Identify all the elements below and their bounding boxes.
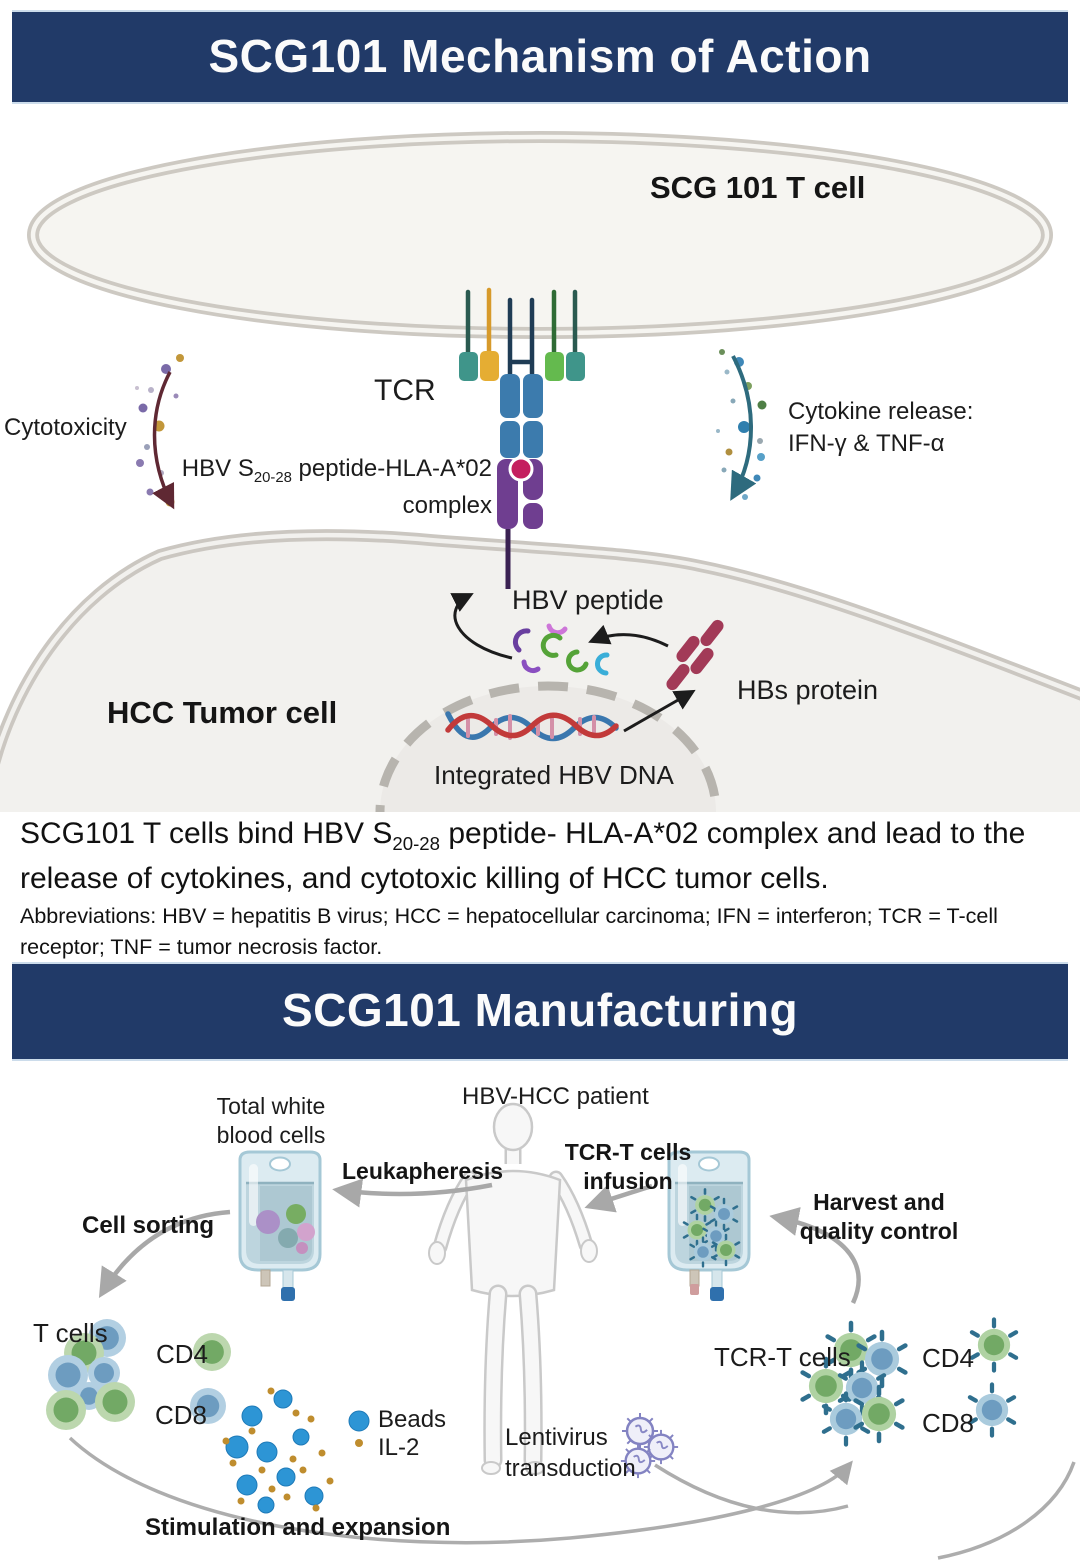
- beads-scatter: [225, 1389, 370, 1514]
- t-cells-label: T cells: [33, 1318, 108, 1348]
- wbc-label: Total white blood cells: [216, 1093, 326, 1148]
- arrow-dna-to-hbs: [623, 689, 696, 733]
- blood-bag-tcrt: [667, 1150, 751, 1303]
- cytokine-release-label: Cytokine release: IFN-γ & TNF-α: [788, 396, 973, 459]
- moa-banner-title: SCG101 Mechanism of Action: [12, 10, 1068, 104]
- t-cell-label: SCG 101 T cell: [650, 170, 866, 205]
- tcr-receptor-icon: [459, 287, 585, 458]
- cell-sorting-label: Cell sorting: [82, 1212, 215, 1239]
- cycle-arcs: [68, 1436, 1076, 1560]
- cytokine-release-line2: IFN-γ & TNF-α: [788, 429, 945, 457]
- arrow-peptide-presentation: [450, 593, 513, 660]
- arrow-hbs-to-peptide: [588, 624, 669, 648]
- cytokine-release-line1: Cytokine release:: [788, 398, 974, 425]
- cytokine-arrow: [730, 355, 757, 501]
- cd8-tcrt-cell-icon: [970, 1385, 1014, 1436]
- manufacturing-diagram: [46, 1102, 1076, 1560]
- mechanism-diagram: [0, 131, 1080, 812]
- blood-bag-wbc: [238, 1150, 322, 1303]
- il2-scatter: [222, 1387, 363, 1512]
- hla-complex-label: HBV S20-28 peptide-HLA-A*02 complex: [150, 452, 492, 522]
- patient-label: HBV-HCC patient: [462, 1083, 649, 1110]
- cytotoxicity-label: Cytotoxicity: [4, 414, 127, 441]
- cd4-right-label: CD4: [922, 1343, 975, 1373]
- hla-complex-icon: [497, 456, 543, 589]
- cd8-left-label: CD8: [155, 1400, 208, 1430]
- tcr-label: TCR: [374, 374, 436, 407]
- manufacturing-banner-title: SCG101 Manufacturing: [12, 962, 1068, 1061]
- leukapheresis-arrow: [332, 1178, 493, 1208]
- lentivirus-label: Lentivirus transduction: [505, 1424, 636, 1483]
- cd8-right-label: CD8: [922, 1408, 975, 1438]
- il2-legend-icon: [355, 1439, 363, 1447]
- cd4-tcrt-cell-icon: [972, 1320, 1016, 1371]
- process-arrows: [98, 1178, 861, 1304]
- abbreviations-text: Abbreviations: HBV = hepatitis B virus; …: [20, 904, 998, 959]
- infusion-arrow: [584, 1183, 653, 1213]
- hbs-protein-icon: [666, 619, 724, 691]
- beads-legend-icon: [348, 1410, 370, 1432]
- cell-sorting-arrow: [98, 1209, 231, 1298]
- hbv-peptide-fragments-icon: [512, 623, 610, 676]
- hcc-tumor-cell-body: [0, 529, 1080, 812]
- beads-label: Beads: [378, 1406, 447, 1433]
- hbv-dna-helix-icon: [445, 711, 619, 742]
- infusion-label: TCR-T cells infusion: [564, 1139, 692, 1194]
- hcc-tumor-cell-label: HCC Tumor cell: [107, 695, 338, 730]
- moa-summary-text: SCG101 T cells bind HBV S20-28 peptide- …: [20, 817, 1026, 896]
- hbs-protein-label: HBs protein: [737, 675, 879, 705]
- leukapheresis-label: Leukapheresis: [342, 1158, 504, 1184]
- hbv-peptide-label: HBV peptide: [512, 585, 664, 615]
- tcrt-cells-label: TCR-T cells: [714, 1342, 851, 1372]
- cytotoxicity-arrow: [152, 371, 175, 510]
- cd4-left-label: CD4: [156, 1339, 209, 1369]
- harvest-label: Harvest and quality control: [799, 1189, 959, 1244]
- patient-figure: [428, 1102, 598, 1475]
- integrated-dna-label: Integrated HBV DNA: [434, 760, 674, 790]
- t-cell-body: [27, 131, 1053, 339]
- stimulation-label: Stimulation and expansion: [145, 1514, 451, 1541]
- hla-complex-label-line2: complex: [402, 491, 492, 519]
- il2-label: IL-2: [378, 1434, 420, 1461]
- harvest-arrow: [769, 1207, 861, 1304]
